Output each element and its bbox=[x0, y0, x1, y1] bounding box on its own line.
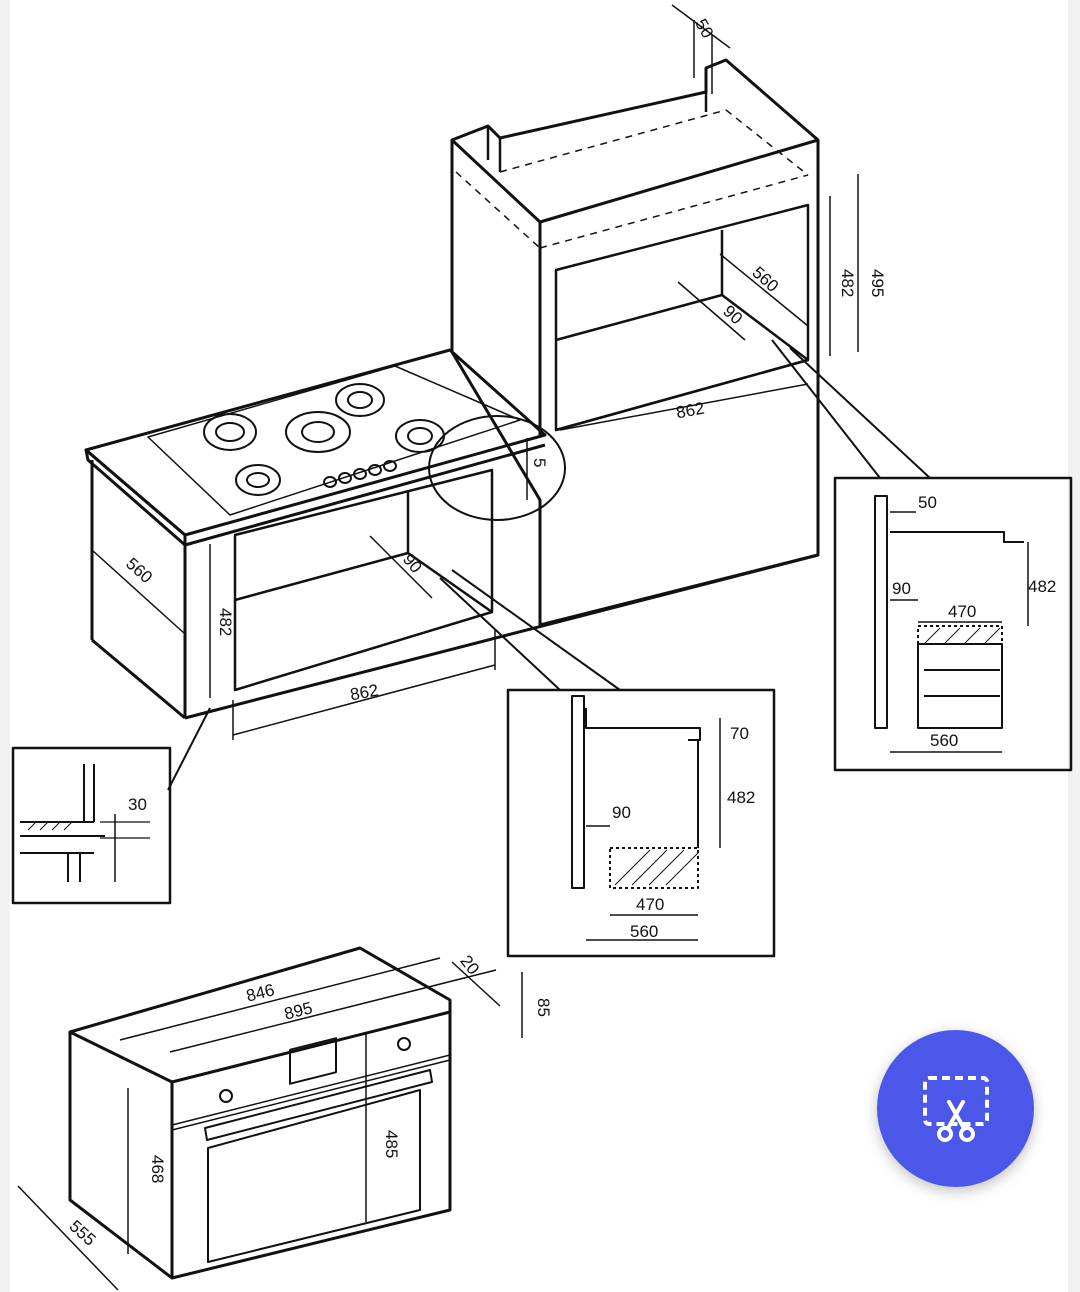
dimension-lines bbox=[91, 4, 859, 740]
hatch-patterns bbox=[27, 627, 1001, 886]
hidden-lines bbox=[455, 109, 809, 249]
detail-under-hob bbox=[506, 688, 776, 958]
label-under-hob-rear-gap: 90 bbox=[612, 803, 631, 822]
hob-burners bbox=[203, 383, 445, 496]
oven-drawing bbox=[68, 946, 452, 1280]
right-frame bbox=[1068, 0, 1080, 1292]
hob-cabinet bbox=[84, 348, 819, 720]
label-tall-detail-rear-gap: 90 bbox=[892, 579, 911, 598]
label-tall-detail-top-gap: 50 bbox=[918, 493, 937, 512]
label-tall-depth: 560 bbox=[748, 263, 782, 296]
detail-tall bbox=[833, 476, 1073, 772]
label-oven-body-height: 468 bbox=[148, 1155, 167, 1183]
label-countertop-gap: 5 bbox=[530, 458, 549, 467]
left-frame bbox=[0, 0, 10, 1292]
tall-cabinet bbox=[450, 58, 820, 627]
label-tall-top-gap: 50 bbox=[691, 16, 717, 42]
label-oven-panel-height: 85 bbox=[534, 998, 553, 1017]
label-under-hob-top-gap: 70 bbox=[730, 724, 749, 743]
label-tall-detail-oven-depth: 470 bbox=[948, 602, 976, 621]
label-oven-width-front: 895 bbox=[282, 998, 314, 1023]
label-under-hob-cabinet-depth: 560 bbox=[630, 922, 658, 941]
label-tall-detail-height: 482 bbox=[1028, 577, 1056, 596]
label-tall-height-outer: 495 bbox=[868, 269, 887, 297]
label-tall-rear-gap: 90 bbox=[719, 301, 746, 328]
label-tall-width: 862 bbox=[675, 399, 706, 423]
label-oven-depth: 555 bbox=[66, 1217, 100, 1250]
oven-dimension-lines bbox=[17, 957, 523, 1291]
label-oven-front-height: 485 bbox=[382, 1130, 401, 1158]
screenshot-scissors-icon bbox=[922, 1075, 989, 1142]
label-under-hob-oven-depth: 470 bbox=[636, 895, 664, 914]
screenshot-fab-button[interactable] bbox=[877, 1030, 1034, 1187]
label-tall-detail-cabinet-depth: 560 bbox=[930, 731, 958, 750]
label-hob-height: 482 bbox=[216, 608, 235, 636]
label-under-hob-height: 482 bbox=[727, 788, 755, 807]
label-tall-height-inner: 482 bbox=[838, 269, 857, 297]
detail-leaders bbox=[167, 339, 931, 791]
label-hob-width: 862 bbox=[349, 681, 380, 705]
detail-magnifier bbox=[428, 415, 566, 521]
detail-plinth bbox=[11, 746, 172, 905]
label-plinth-gap: 30 bbox=[128, 795, 147, 814]
